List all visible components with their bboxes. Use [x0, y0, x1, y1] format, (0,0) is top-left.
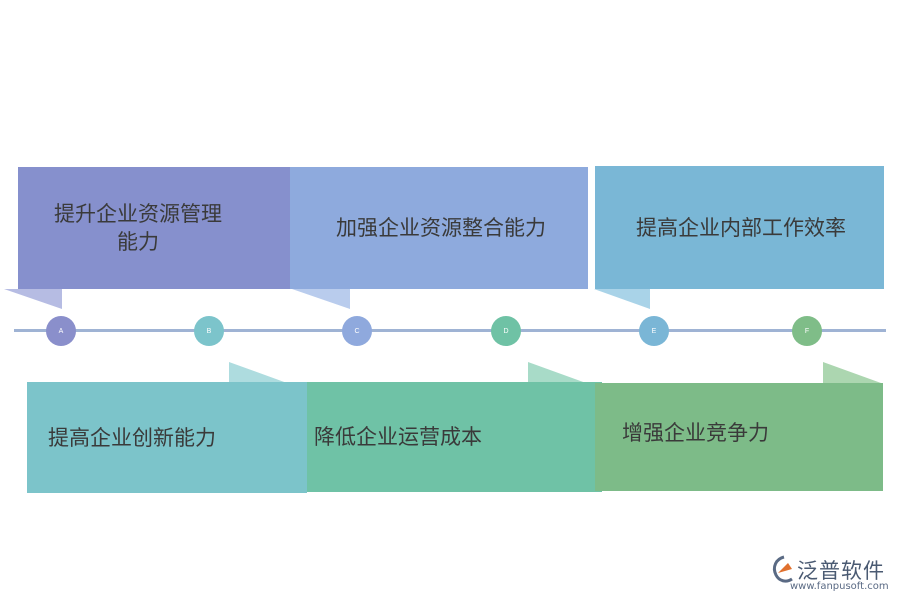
node-e-label: E: [651, 327, 657, 335]
logo-name: 泛普软件: [797, 559, 885, 583]
node-b-label: B: [206, 327, 212, 335]
top-pointer-e: [594, 289, 650, 309]
bottom-box-3: 增强企业竞争力: [595, 383, 883, 491]
logo-url: www.fanpusoft.com: [790, 581, 889, 592]
bottom-pointer-b: [229, 362, 287, 383]
timeline-line: [14, 329, 886, 332]
node-a: A: [46, 316, 76, 346]
fanpusoft-logo-icon: [772, 555, 793, 583]
node-e: E: [639, 316, 669, 346]
top-box-2: 加强企业资源整合能力: [290, 167, 588, 289]
top-box-1: 提升企业资源管理 能力: [18, 167, 290, 289]
top-pointer-c: [292, 289, 350, 309]
bottom-pointer-f: [823, 362, 881, 383]
node-d-label: D: [503, 327, 509, 335]
bottom-box-1: 提高企业创新能力: [27, 382, 307, 493]
bottom-box-3-line-1: 增强企业竞争力: [622, 421, 769, 445]
top-box-3-line-1: 提高企业内部工作效率: [636, 215, 846, 240]
node-c-label: C: [354, 327, 360, 335]
top-box-1-line-1: 提升企业资源管理: [54, 202, 222, 226]
bottom-box-2: 降低企业运营成本: [307, 382, 602, 492]
bottom-box-2-line-1: 降低企业运营成本: [314, 425, 482, 449]
node-a-label: A: [58, 327, 64, 335]
top-pointer-a: [4, 289, 62, 309]
node-b: B: [194, 316, 224, 346]
node-d: D: [491, 316, 521, 346]
top-box-2-line-1: 加强企业资源整合能力: [336, 216, 546, 240]
bottom-box-1-line-1: 提高企业创新能力: [48, 425, 216, 450]
node-f-label: F: [804, 327, 810, 335]
node-f: F: [792, 316, 822, 346]
top-box-1-line-2: 能力: [117, 230, 159, 254]
node-c: C: [342, 316, 372, 346]
top-box-3: 提高企业内部工作效率: [595, 166, 884, 289]
bottom-pointer-d: [528, 362, 586, 383]
